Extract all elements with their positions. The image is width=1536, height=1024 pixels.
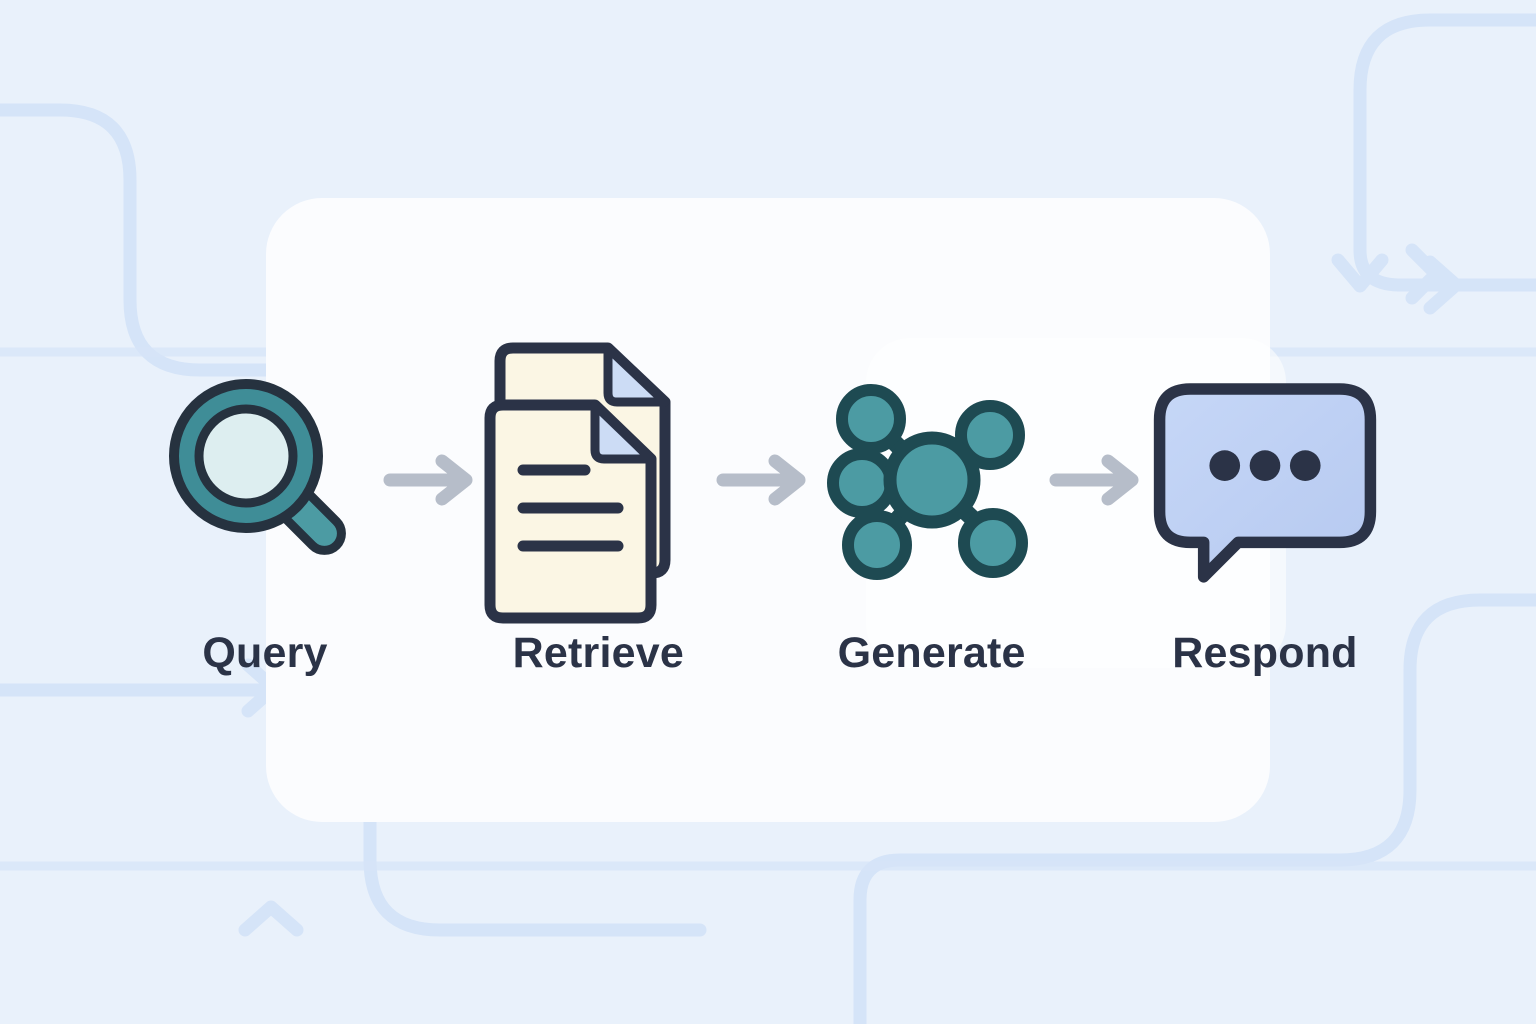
- stage-respond[interactable]: Respond: [1150, 330, 1380, 675]
- arrow-generate-to-respond: [1047, 330, 1150, 630]
- dot-1: [1209, 449, 1241, 481]
- stage-generate-label: Generate: [837, 629, 1026, 677]
- stage-retrieve-icon-area: [483, 330, 713, 630]
- dot-2: [1249, 449, 1281, 481]
- stage-retrieve-label: Retrieve: [512, 629, 684, 677]
- right-arrow-icon: [1049, 454, 1139, 506]
- arrow-query-to-retrieve: [380, 330, 483, 630]
- stage-generate-icon-area: [817, 330, 1047, 630]
- stage-respond-label: Respond: [1172, 629, 1358, 677]
- stage-generate[interactable]: Generate: [817, 330, 1047, 675]
- network-nodes-icon: [826, 384, 1028, 580]
- magnifier-icon: [169, 379, 346, 555]
- arrow-retrieve-to-generate: [713, 330, 816, 630]
- documents-icon: [484, 342, 671, 624]
- stage-retrieve[interactable]: Retrieve: [483, 330, 713, 675]
- stage-query-label: Query: [202, 629, 328, 677]
- right-arrow-icon: [383, 454, 473, 506]
- stage-query[interactable]: Query: [150, 330, 380, 675]
- speech-bubble-icon: [1153, 382, 1377, 583]
- dot-3: [1289, 449, 1321, 481]
- pipeline-row: Query: [150, 330, 1380, 730]
- right-arrow-icon: [716, 454, 806, 506]
- stage-query-icon-area: [150, 330, 380, 630]
- stage-respond-icon-area: [1150, 330, 1380, 630]
